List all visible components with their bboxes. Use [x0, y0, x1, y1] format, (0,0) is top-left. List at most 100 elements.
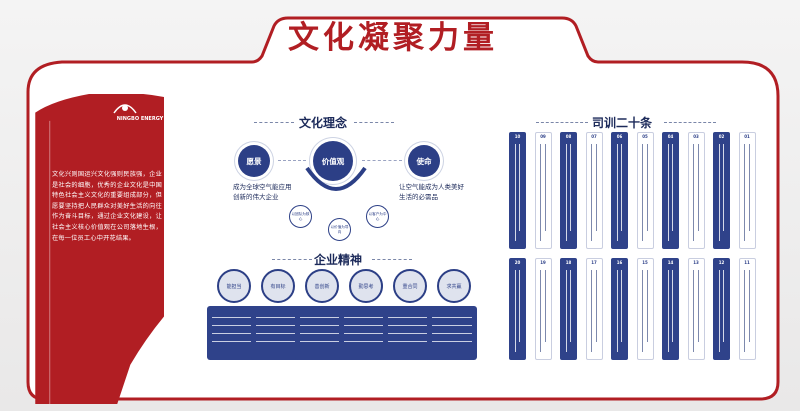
top-rule-text-5-2 [621, 144, 623, 231]
vision-circle: 愿景 [238, 145, 270, 177]
card-3-line-4 [300, 341, 340, 343]
value-item-customer: 以价值为导向 [328, 218, 351, 241]
card-5-line-4 [388, 341, 428, 343]
spirit-card-1 [207, 306, 257, 360]
card-5-line-2 [388, 325, 428, 327]
card-3-line-2 [300, 325, 340, 327]
card-2-line-1 [256, 317, 296, 319]
culture-dash-left [254, 122, 294, 123]
bottom-rule-card-7: 14 [662, 258, 679, 360]
card-5-line-3 [388, 333, 428, 335]
spirit-card-3 [295, 306, 345, 360]
spirit-card-2 [251, 306, 301, 360]
spirit-head-4: 勤思考 [349, 269, 383, 303]
top-rule-text-4-1 [591, 144, 593, 241]
rules-dash-right [664, 122, 716, 123]
top-rule-number-8: 03 [693, 134, 699, 139]
rules-dash-left [536, 122, 588, 123]
rules-title: 司训二十条 [592, 116, 653, 130]
card-2-line-2 [256, 325, 296, 327]
top-rule-text-6-2 [646, 144, 648, 231]
spirit-card-6 [427, 306, 477, 360]
top-rule-number-1: 10 [514, 134, 521, 139]
top-rule-text-6-1 [642, 144, 644, 241]
mission-circle: 使命 [408, 145, 440, 177]
bottom-rule-number-6: 15 [642, 260, 648, 265]
top-rule-text-8-1 [693, 144, 695, 241]
bottom-rule-number-7: 14 [667, 260, 674, 265]
card-6-line-1 [432, 317, 472, 319]
card-3-line-3 [300, 333, 340, 335]
top-rule-text-9-2 [723, 144, 725, 231]
vision-caption: 成为全球空气能应用 创新的伟大企业 [233, 182, 292, 202]
mission-line-1: 让空气能成为人类美好 [399, 183, 464, 191]
bottom-rule-text-7-1 [667, 270, 669, 352]
top-rule-card-6: 05 [636, 132, 654, 249]
top-rule-card-9: 02 [713, 132, 730, 249]
spirit-head-5: 重合同 [393, 269, 427, 303]
top-rule-number-9: 02 [718, 134, 725, 139]
bottom-rule-card-10: 11 [738, 258, 756, 360]
card-6-line-4 [432, 341, 472, 343]
top-rule-card-8: 03 [687, 132, 705, 249]
value-item-team: 以团队为核心 [289, 205, 312, 228]
bottom-rule-text-1-1 [514, 270, 516, 352]
bottom-rule-card-8: 13 [687, 258, 705, 360]
culture-dash-right [354, 122, 394, 123]
bottom-rule-text-7-2 [672, 270, 674, 342]
bottom-rule-card-6: 15 [636, 258, 654, 360]
bottom-rule-number-1: 20 [514, 260, 521, 265]
bottom-rule-text-5-1 [616, 270, 618, 352]
card-1-line-3 [212, 333, 252, 335]
bottom-rule-number-5: 16 [616, 260, 623, 265]
top-rule-number-7: 04 [667, 134, 674, 139]
card-4-line-4 [344, 341, 384, 343]
bottom-rule-number-8: 13 [693, 260, 699, 265]
connector-right [362, 160, 402, 161]
bottom-rule-card-2: 19 [534, 258, 552, 360]
spirit-dash-left [272, 259, 312, 260]
spirit-title: 企业精神 [314, 253, 363, 267]
top-rule-text-3-1 [565, 144, 567, 241]
bottom-rule-card-4: 17 [585, 258, 603, 360]
top-rule-text-1-1 [514, 144, 516, 241]
top-rule-card-4: 07 [585, 132, 603, 249]
top-rule-number-4: 07 [591, 134, 597, 139]
top-rule-card-3: 08 [560, 132, 577, 249]
card-4-line-1 [344, 317, 384, 319]
bottom-rule-card-5: 16 [611, 258, 628, 360]
card-3-line-1 [300, 317, 340, 319]
top-rule-text-4-2 [595, 144, 597, 231]
bottom-rule-text-2-2 [544, 270, 546, 342]
bottom-rule-text-6-2 [646, 270, 648, 342]
bottom-rule-text-8-2 [697, 270, 699, 342]
vision-line-2: 创新的伟大企业 [233, 193, 279, 201]
top-rule-number-2: 09 [540, 134, 546, 139]
bottom-rule-card-1: 20 [509, 258, 526, 360]
top-rule-text-5-1 [616, 144, 618, 241]
card-2-line-4 [256, 341, 296, 343]
bottom-rule-text-4-1 [591, 270, 593, 352]
culture-title: 文化理念 [299, 116, 348, 130]
bottom-rule-text-1-2 [519, 270, 521, 342]
card-4-line-3 [344, 333, 384, 335]
top-rule-card-7: 04 [662, 132, 679, 249]
bottom-rule-text-8-1 [693, 270, 695, 352]
bottom-rule-text-10-2 [748, 270, 750, 342]
bottom-rule-text-5-2 [621, 270, 623, 342]
top-rule-text-2-2 [544, 144, 546, 231]
card-6-line-2 [432, 325, 472, 327]
card-2-line-3 [256, 333, 296, 335]
bottom-rule-text-10-1 [744, 270, 746, 352]
card-1-line-1 [212, 317, 252, 319]
spirit-card-4 [339, 306, 389, 360]
top-rule-text-9-1 [718, 144, 720, 241]
vision-line-1: 成为全球空气能应用 [233, 183, 292, 191]
logo-text: NINGBO ENERGY [116, 116, 164, 122]
top-rule-text-8-2 [697, 144, 699, 231]
value-item-value: 以客户为中心 [366, 205, 389, 228]
card-6-line-3 [432, 333, 472, 335]
intro-text: 文化兴则国运兴文化强则民族强，企业是社会的细胞，优秀的企业文化是中国特色社会主义… [52, 171, 162, 242]
values-arc [305, 166, 367, 191]
connector-left [278, 160, 306, 161]
